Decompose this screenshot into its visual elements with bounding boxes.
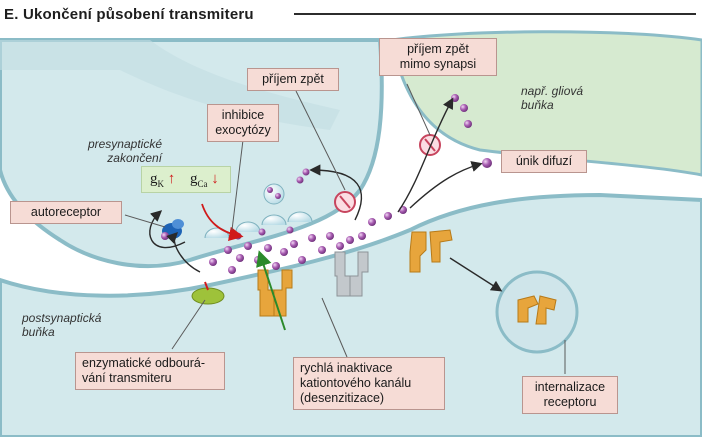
enzymatic-line-2: vání transmiteru bbox=[82, 371, 172, 385]
glia-region-label: např. gliová buňka bbox=[521, 84, 611, 112]
inhibition-line-2: exocytózy bbox=[215, 123, 271, 137]
gk-sub: K bbox=[157, 179, 165, 189]
internalization-line-2: receptoru bbox=[543, 395, 597, 409]
gca-sub: Ca bbox=[197, 179, 208, 189]
gca-arrow-icon: ↓ bbox=[211, 171, 219, 187]
reuptake-outside-line-2: mimo synapsi bbox=[399, 57, 477, 71]
reuptake-outside-line-1: příjem zpět bbox=[407, 42, 469, 56]
enzymatic-line-1: enzymatické odbourá- bbox=[82, 356, 205, 370]
header-rule bbox=[294, 13, 696, 15]
enzyme-shape bbox=[191, 281, 225, 305]
desens-line-2: kationtového kanálu bbox=[300, 376, 412, 390]
glia-line-2: buňka bbox=[521, 98, 554, 112]
diagram-title: E. Ukončení působení transmiteru bbox=[4, 5, 254, 23]
internalization-label: internalizace receptoru bbox=[522, 376, 618, 414]
presynaptic-line-2: zakončení bbox=[107, 151, 162, 165]
enzymatic-degradation-label: enzymatické odbourá- vání transmiteru bbox=[75, 352, 225, 390]
inhibition-red-arrow bbox=[201, 203, 244, 241]
reuptake-outside-label: příjem zpět mimo synapsi bbox=[379, 38, 497, 76]
presynaptic-line-1: presynaptické bbox=[87, 137, 162, 151]
glial-transporter bbox=[419, 134, 441, 156]
desens-line-3: (desenzitizace) bbox=[300, 391, 385, 405]
gk-arrow-icon: ↑ bbox=[167, 171, 176, 187]
gk-base: g bbox=[150, 171, 158, 187]
reuptake-transporter bbox=[334, 191, 356, 213]
diffusion-label: únik difuzí bbox=[501, 150, 587, 173]
conductance-box: gK ↑ gCa ↓ bbox=[141, 166, 231, 193]
postsynaptic-line-1: postsynaptická bbox=[22, 311, 102, 325]
desens-line-1: rychlá inaktivace bbox=[300, 361, 393, 375]
gca-label: gCa ↓ bbox=[190, 171, 219, 189]
leader-lines bbox=[124, 83, 566, 374]
reuptake-label: příjem zpět bbox=[247, 68, 339, 91]
inhibition-line-1: inhibice bbox=[221, 108, 265, 122]
glia-line-1: např. gliová bbox=[521, 84, 584, 98]
postsynaptic-receptors bbox=[257, 229, 557, 325]
desensitization-label: rychlá inaktivace kationtového kanálu (d… bbox=[293, 357, 445, 410]
internalization-vesicle bbox=[495, 270, 579, 354]
exocytosis-inhibition-label: inhibice exocytózy bbox=[207, 104, 279, 142]
diagram-header: E. Ukončení působení transmiteru bbox=[4, 2, 254, 26]
internalization-line-1: internalizace bbox=[534, 380, 606, 394]
process-arrows bbox=[149, 97, 503, 292]
presynaptic-region-label: presynaptické zakončení bbox=[66, 137, 162, 165]
green-arrow bbox=[256, 250, 286, 331]
gca-base: g bbox=[190, 171, 198, 187]
gk-label: gK ↑ bbox=[150, 171, 175, 189]
postsynaptic-region-label: postsynaptická buňka bbox=[22, 311, 122, 339]
postsynaptic-line-2: buňka bbox=[22, 325, 55, 339]
autoreceptor-label: autoreceptor bbox=[10, 201, 122, 224]
